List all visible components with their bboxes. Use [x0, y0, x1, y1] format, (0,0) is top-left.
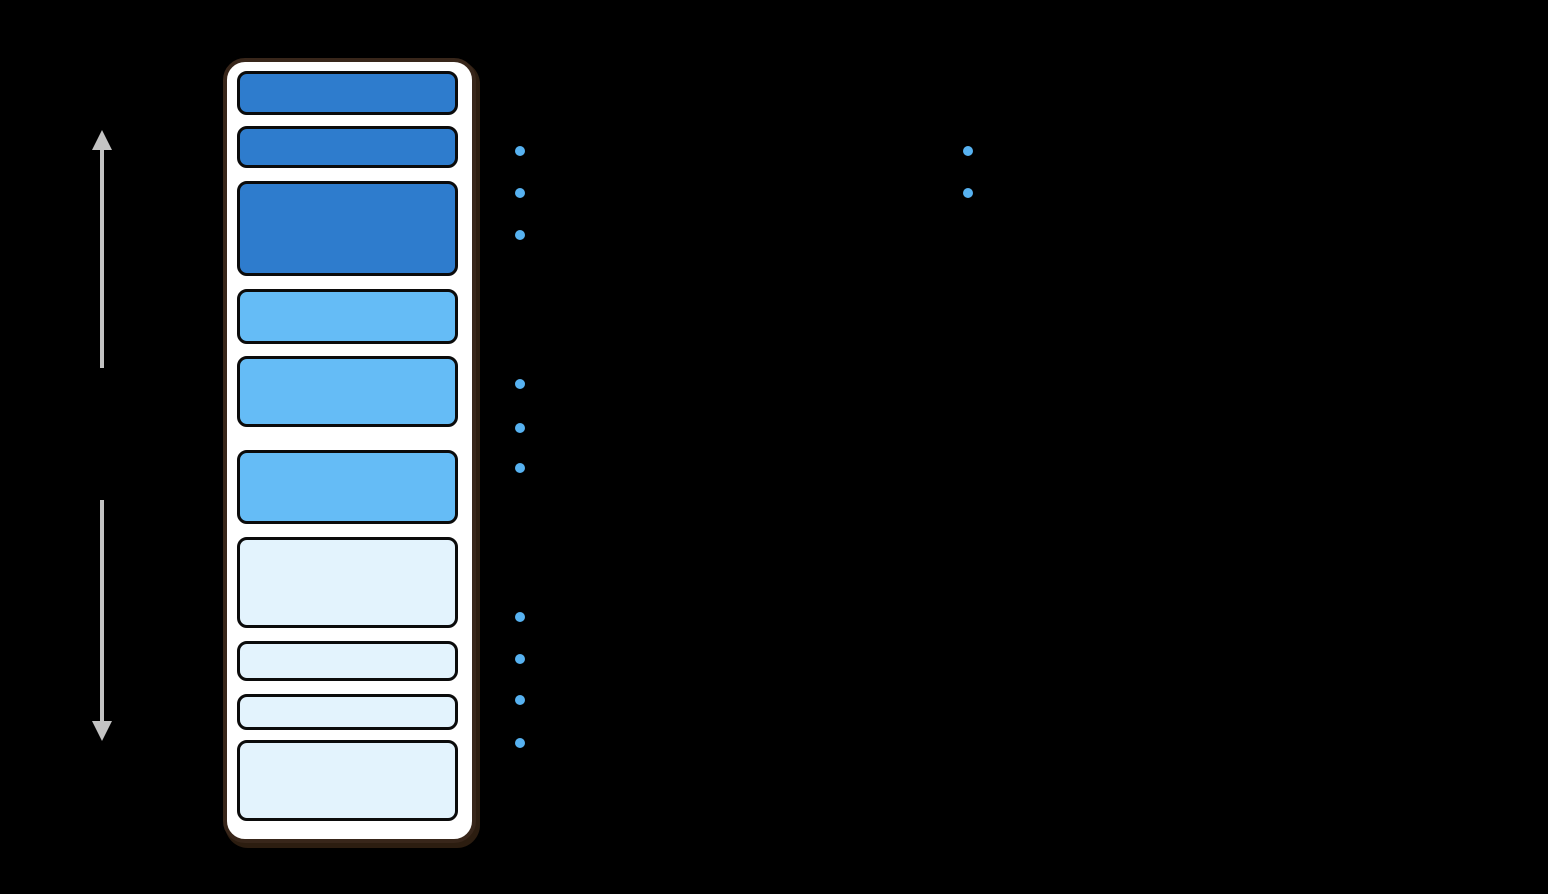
down-arrow-icon: [92, 500, 112, 741]
arrow-line: [100, 148, 104, 368]
stack-bar-3: [237, 181, 458, 276]
stack-bar-1: [237, 71, 458, 115]
bullet-dot-icon: [515, 654, 525, 664]
stack-container: [223, 58, 476, 843]
arrow-head-up: [92, 130, 112, 150]
stack-bar-7: [237, 537, 458, 628]
up-arrow-icon: [92, 130, 112, 368]
bullet-dot-icon: [515, 146, 525, 156]
stack-bar-8: [237, 641, 458, 681]
stack-bar-5: [237, 356, 458, 427]
bullet-dot-icon: [515, 612, 525, 622]
bullet-dot-icon: [515, 695, 525, 705]
arrow-line: [100, 500, 104, 723]
stack-bar-4: [237, 289, 458, 344]
stack-bar-2: [237, 126, 458, 168]
bullet-dot-icon: [963, 188, 973, 198]
bullet-dot-icon: [515, 188, 525, 198]
bullet-dot-icon: [515, 463, 525, 473]
bullet-dot-icon: [515, 423, 525, 433]
bullet-dot-icon: [515, 230, 525, 240]
stack-bar-9: [237, 694, 458, 730]
stack-bar-6: [237, 450, 458, 524]
stack-bar-10: [237, 740, 458, 821]
bullet-dot-icon: [515, 738, 525, 748]
bullet-dot-icon: [963, 146, 973, 156]
arrow-head-down: [92, 721, 112, 741]
bullet-dot-icon: [515, 379, 525, 389]
